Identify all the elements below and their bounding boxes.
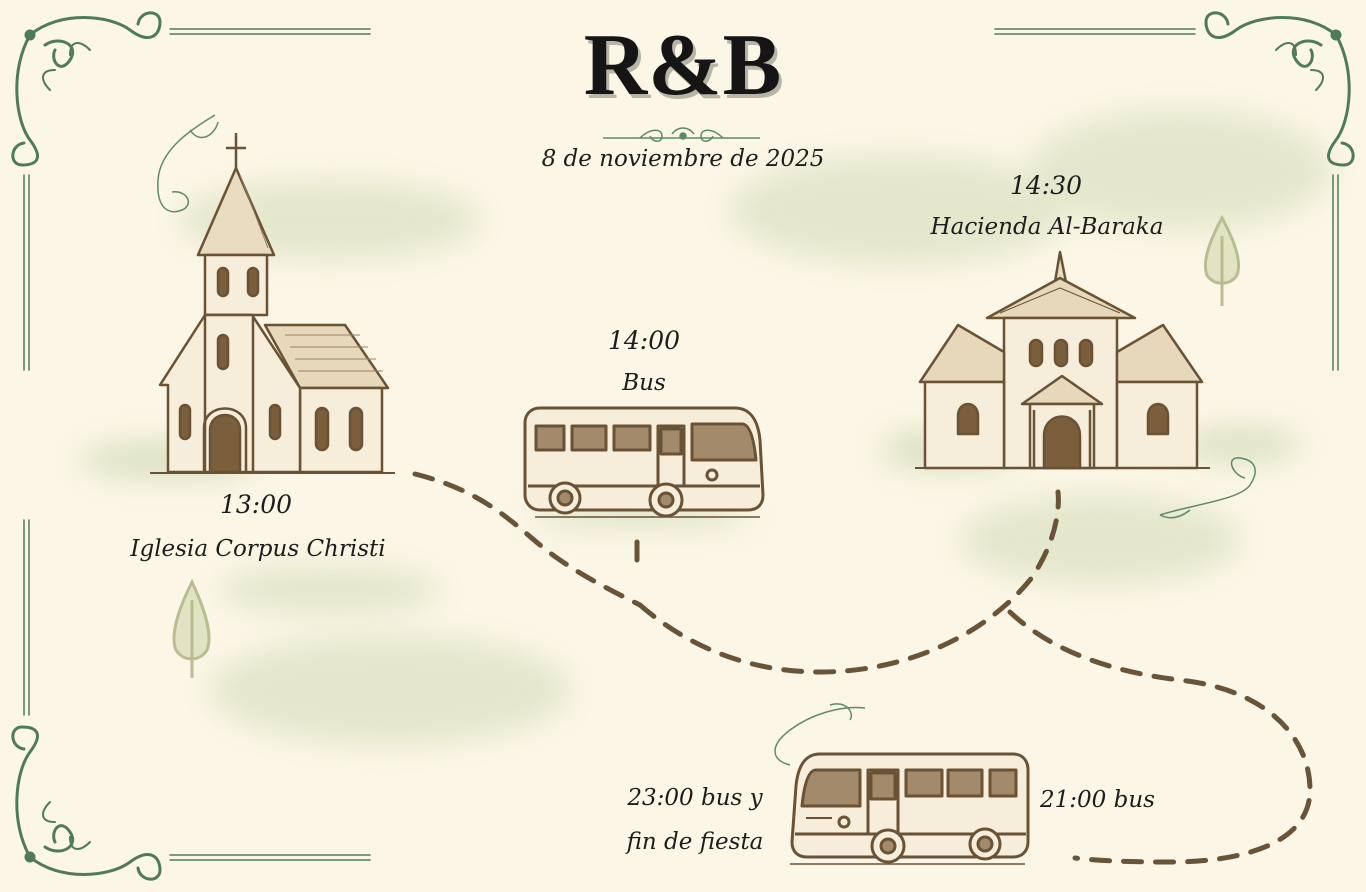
hacienda-illustration <box>915 250 1210 470</box>
frame-line-left-upper <box>23 174 30 371</box>
tree-left <box>172 578 211 678</box>
corner-ornament-top-left <box>11 11 162 167</box>
bus-1-label: Bus <box>622 370 666 396</box>
hacienda-name: Hacienda Al-Baraka <box>930 214 1164 240</box>
title-flourish <box>603 127 760 142</box>
route-return-loop <box>1007 609 1313 865</box>
ornamental-frame <box>11 11 1355 881</box>
frame-line-top-right <box>994 28 1196 35</box>
tree-right <box>1204 214 1240 306</box>
couple-initials-title: R&B <box>583 17 783 114</box>
bus-2-label: 21:00 bus <box>1040 787 1155 813</box>
frame-line-left-lower <box>23 519 30 716</box>
hacienda-time: 14:30 <box>1009 171 1083 200</box>
church-name: Iglesia Corpus Christi <box>130 536 386 562</box>
route-bus-to-hacienda <box>637 489 1061 675</box>
frame-line-top-left <box>169 28 371 35</box>
route-church-to-bus <box>412 471 643 608</box>
wedding-date: 8 de noviembre de 2025 <box>541 146 825 172</box>
church-illustration <box>150 133 395 474</box>
route-paths <box>412 471 1313 865</box>
bus-3-label-line-1: 23:00 bus y <box>627 785 763 811</box>
swirl-decorations <box>157 114 1256 766</box>
bus-3-label-line-2: fin de fiesta <box>626 829 764 855</box>
bus-1-time: 14:00 <box>607 326 681 355</box>
church-time: 13:00 <box>219 490 293 519</box>
frame-line-bottom <box>169 854 371 861</box>
corner-ornament-top-right <box>1204 11 1355 167</box>
bus-illustration-2 <box>790 752 1030 865</box>
corner-ornament-bottom-left <box>11 725 162 881</box>
bus-illustration-1 <box>523 406 765 518</box>
frame-line-right <box>1332 174 1339 371</box>
